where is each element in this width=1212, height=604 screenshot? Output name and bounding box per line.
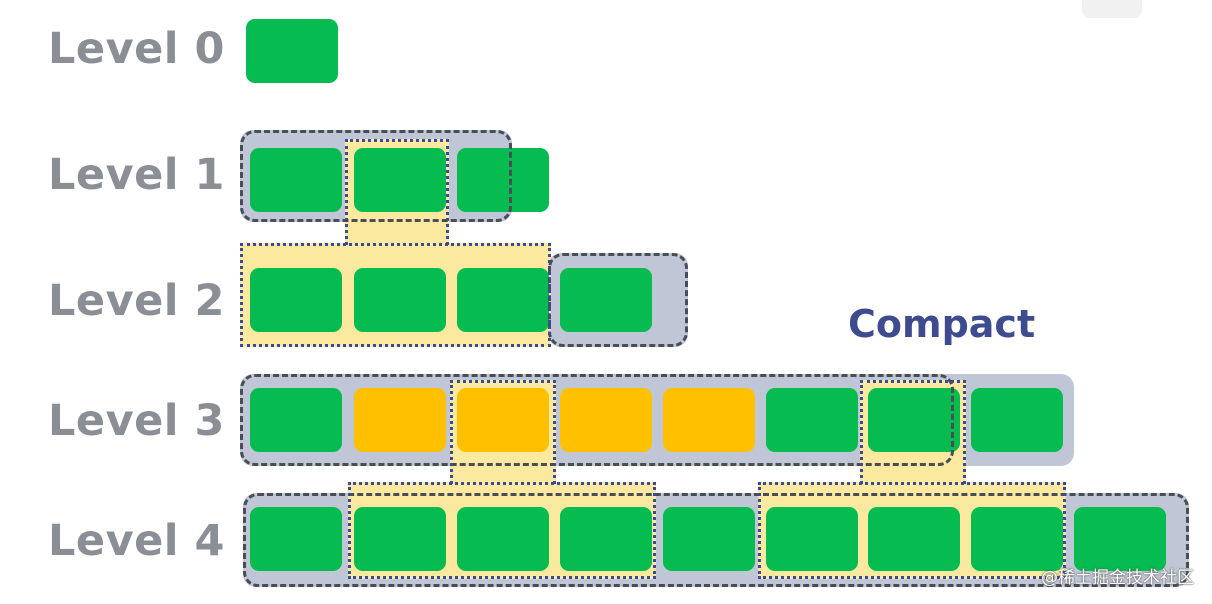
level-1-label: Level 1 [48, 150, 225, 200]
watermark: @稀土掘金技术社区 [1041, 568, 1194, 588]
compaction-outline-level-4-left [348, 482, 656, 579]
sst-block-level-1 [354, 148, 446, 212]
sst-block-level-2 [250, 268, 342, 332]
level-4-run-outline [243, 493, 1189, 587]
sst-block-level-3 [766, 388, 858, 452]
sst-block-level-4 [868, 507, 960, 571]
sst-block-level-3-compacting [457, 388, 549, 452]
sst-block-level-3-compacting [663, 388, 755, 452]
sst-block-level-4 [560, 507, 652, 571]
compaction-outline-level-2 [240, 243, 551, 347]
sst-block-level-4 [354, 507, 446, 571]
level-3-label: Level 3 [48, 396, 225, 446]
sst-block-level-2 [457, 268, 549, 332]
sst-block-level-4 [457, 507, 549, 571]
sst-block-level-1 [457, 148, 549, 212]
sst-block-level-4 [663, 507, 755, 571]
level-1-run-outline [240, 130, 512, 222]
corner-mark [1082, 0, 1142, 18]
sst-block-level-3 [250, 388, 342, 452]
sst-block-level-4 [766, 507, 858, 571]
compaction-outline-level-3-left [450, 380, 556, 484]
sst-block-level-3 [868, 388, 960, 452]
compaction-outline-level-3-right [860, 380, 966, 484]
level-4-label: Level 4 [48, 516, 225, 566]
compaction-outline-level-1 [345, 139, 449, 245]
level-2-label: Level 2 [48, 276, 225, 326]
sst-block-level-4 [250, 507, 342, 571]
sst-block-level-4 [971, 507, 1063, 571]
sst-block-level-2 [354, 268, 446, 332]
sst-block-level-4 [1074, 507, 1166, 571]
sst-block-level-3 [971, 388, 1063, 452]
level-3-run-outline [240, 374, 954, 466]
sst-block-level-3-compacting [354, 388, 446, 452]
level-0-label: Level 0 [48, 24, 225, 74]
compaction-outline-level-4-right [758, 482, 1066, 579]
level-2-run-outline [548, 253, 688, 347]
compact-caption: Compact [848, 302, 1036, 346]
sst-block-level-0 [246, 19, 338, 83]
sst-block-level-1 [250, 148, 342, 212]
sst-block-level-2 [560, 268, 652, 332]
sst-block-level-3-compacting [560, 388, 652, 452]
